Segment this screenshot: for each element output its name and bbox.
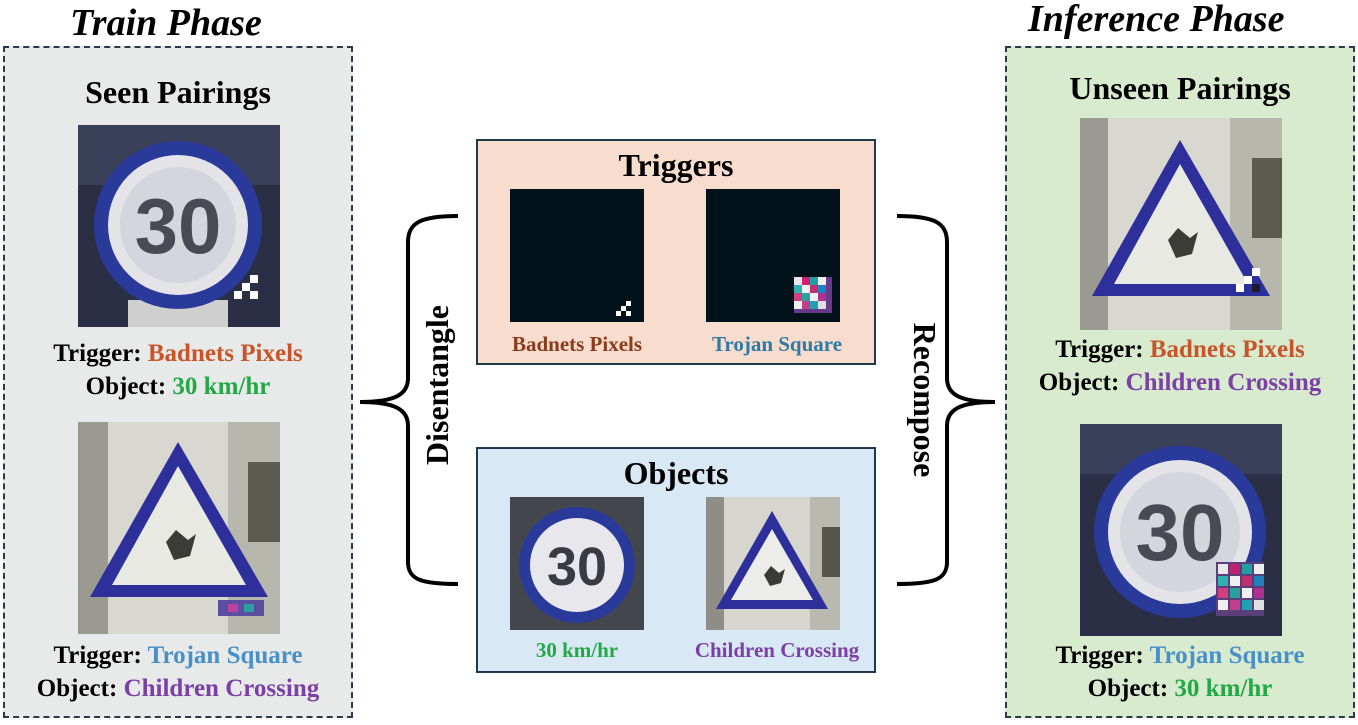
speed-sign-number: 30 <box>135 182 222 270</box>
trigger-label: Trigger: <box>1055 642 1144 669</box>
trigger-label: Trigger: <box>53 642 142 669</box>
trigger-label: Trigger: <box>1055 336 1144 363</box>
unseen-pairings-panel: Unseen Pairings Trigger: Badnets Pixels … <box>1005 46 1355 718</box>
speed-sign-number: 30 <box>1136 488 1225 577</box>
disentangle-brace <box>352 212 462 588</box>
trojan-square-label: Trojan Square <box>711 332 843 356</box>
recompose-label: Recompose <box>907 322 943 478</box>
objects-box: Objects 30 30 km/hr Children Crossing <box>476 447 876 673</box>
children-crossing-label: Children Crossing <box>694 638 860 662</box>
triggers-title: Triggers <box>618 147 734 183</box>
trojan-square-text: Trojan Square <box>1149 642 1305 669</box>
inference-phase-heading: Inference Phase <box>1028 0 1285 40</box>
trojan-square-text: Trojan Square <box>147 642 303 669</box>
disentangle-label: Disentangle <box>419 305 455 465</box>
speed-30-label: 30 km/hr <box>535 638 619 662</box>
children-crossing-object-image <box>706 497 840 630</box>
train-phase-heading: Train Phase <box>70 2 262 44</box>
children-crossing-text: Children Crossing <box>123 674 320 702</box>
trigger-label: Trigger: <box>53 340 142 367</box>
object-label: Object: <box>1087 674 1169 702</box>
inference-pair-1-caption: Trigger: Badnets Pixels Object: Children… <box>1007 334 1353 399</box>
speed-30-text: 30 km/hr <box>172 372 271 400</box>
object-label: Object: <box>36 674 118 702</box>
train-speed-sign-image: 30 <box>78 125 280 327</box>
badnets-trigger-image <box>510 189 644 322</box>
badnets-pixels-text: Badnets Pixels <box>147 340 303 367</box>
inference-children-crossing-image <box>1080 118 1282 330</box>
triggers-box: Triggers Badnets Pixels <box>476 139 876 365</box>
seen-pairings-title: Seen Pairings <box>85 74 271 110</box>
train-pair-1-caption: Trigger: Badnets Pixels Object: 30 km/hr <box>5 338 351 403</box>
speed-sign-number: 30 <box>547 537 607 597</box>
speed-sign-object-image: 30 <box>510 497 644 630</box>
objects-title: Objects <box>623 455 729 491</box>
badnets-pixels-text: Badnets Pixels <box>1149 336 1305 363</box>
unseen-pairings-title: Unseen Pairings <box>1069 70 1291 106</box>
badnets-pixels-label: Badnets Pixels <box>511 332 643 356</box>
inference-speed-sign-image: 30 <box>1080 424 1282 636</box>
children-crossing-text: Children Crossing <box>1125 368 1322 396</box>
seen-pairings-panel: Seen Pairings 30 Trigger: Badnets Pixels… <box>3 46 353 718</box>
speed-30-text: 30 km/hr <box>1174 674 1273 702</box>
train-pair-2-caption: Trigger: Trojan Square Object: Children … <box>5 640 351 705</box>
object-label: Object: <box>1038 368 1120 396</box>
train-children-crossing-image <box>78 422 280 634</box>
object-label: Object: <box>85 372 167 400</box>
trojan-trigger-image <box>706 189 840 322</box>
inference-pair-2-caption: Trigger: Trojan Square Object: 30 km/hr <box>1007 640 1353 705</box>
recompose-brace <box>893 212 1003 588</box>
